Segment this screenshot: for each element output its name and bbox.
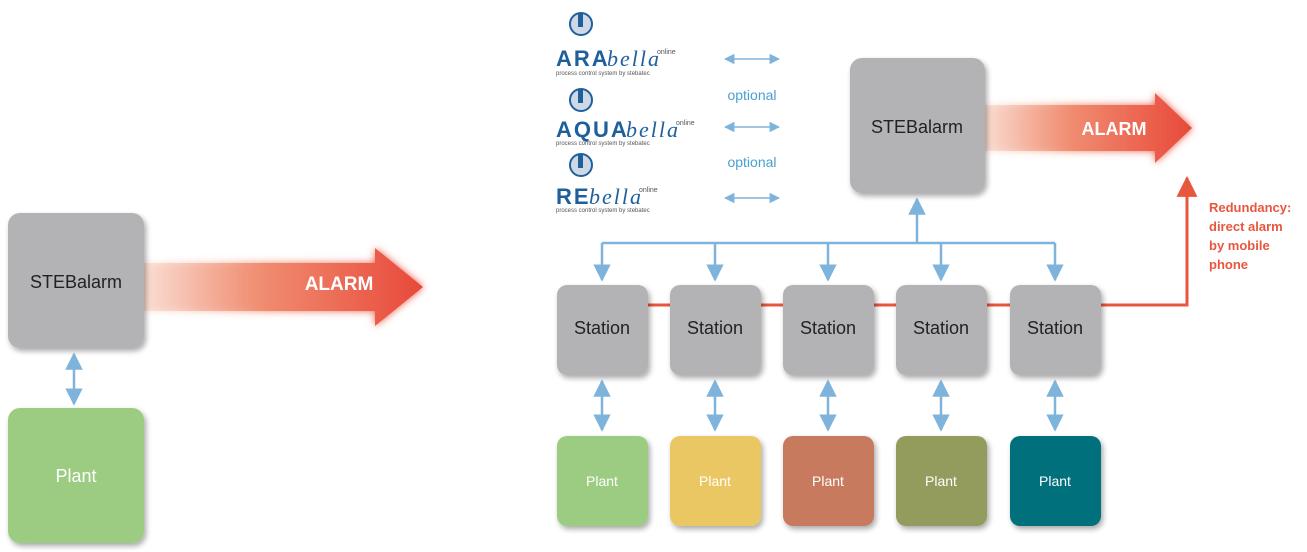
plant-2: Plant [670,436,761,526]
aquabella-logo-tagline: process control system by stebatec [556,141,650,147]
station-3: Station [783,285,874,375]
plant-box [896,436,987,526]
station-label: Station [1027,318,1083,338]
left-alarm-label: ALARM [305,274,374,295]
arabella-logo-tagline: process control system by stebatec [556,71,650,77]
station-label: Station [574,318,630,338]
redundancy-arrow [1100,175,1198,307]
plant-4: Plant [896,436,987,526]
station-label: Station [687,318,743,338]
redundancy-line-4: phone [1209,257,1248,272]
arabella-logo-name: ARA [556,46,610,71]
rebella-logo-tagline: process control system by stebatec [556,208,650,214]
plant-label: Plant [812,473,844,489]
redundancy-line-1: Redundancy: [1209,200,1291,215]
arabella-logo: ARA bella online process control system … [556,12,676,77]
left-stebalarm-box [8,213,144,348]
station-box [783,285,874,375]
station-1: Station [557,285,648,375]
rebella-logo: RE bella online process control system b… [556,153,658,214]
left-plant-label: Plant [55,466,96,486]
plant-5: Plant [1010,436,1101,526]
redundancy-line-2: direct alarm [1209,219,1283,234]
optional-label-1: optional [727,87,776,103]
station-box [1010,285,1101,375]
aquabella-logo-name: AQUA [556,117,629,142]
station-label: Station [913,318,969,338]
station-2: Station [670,285,761,375]
arabella-logo-sup: online [657,49,676,56]
plant-label: Plant [925,473,957,489]
plant-box [1010,436,1101,526]
station-label: Station [800,318,856,338]
plant-3: Plant [783,436,874,526]
rebella-logo-sup: online [639,187,658,194]
right-diagram: ARA bella online process control system … [556,12,1291,526]
right-stebalarm-box [850,58,985,193]
left-alarm-arrow [140,248,423,326]
arabella-logo-script: bella [607,46,661,71]
aquabella-logo-script: bella [626,117,680,142]
aquabella-logo: AQUA bella online process control system… [556,88,695,147]
station-box [557,285,648,375]
redundancy-line-3: by mobile [1209,238,1270,253]
right-stebalarm-label: STEBalarm [871,117,963,137]
right-alarm-arrow [980,93,1192,163]
plant-label: Plant [586,473,618,489]
plant-1: Plant [557,436,648,526]
station-5: Station [1010,285,1101,375]
plant-label: Plant [699,473,731,489]
plant-label: Plant [1039,473,1071,489]
rebella-logo-script: bella [589,184,643,209]
station-box [670,285,761,375]
left-diagram: ALARM STEBalarm Plant [8,213,423,543]
right-alarm-label: ALARM [1082,119,1147,139]
plant-box [783,436,874,526]
aquabella-logo-sup: online [676,120,695,127]
optional-label-2: optional [727,154,776,170]
plant-box [670,436,761,526]
left-stebalarm-label: STEBalarm [30,272,122,292]
plant-box [557,436,648,526]
left-plant-box [8,408,144,543]
station-box [896,285,987,375]
rebella-logo-name: RE [556,184,591,209]
station-4: Station [896,285,987,375]
